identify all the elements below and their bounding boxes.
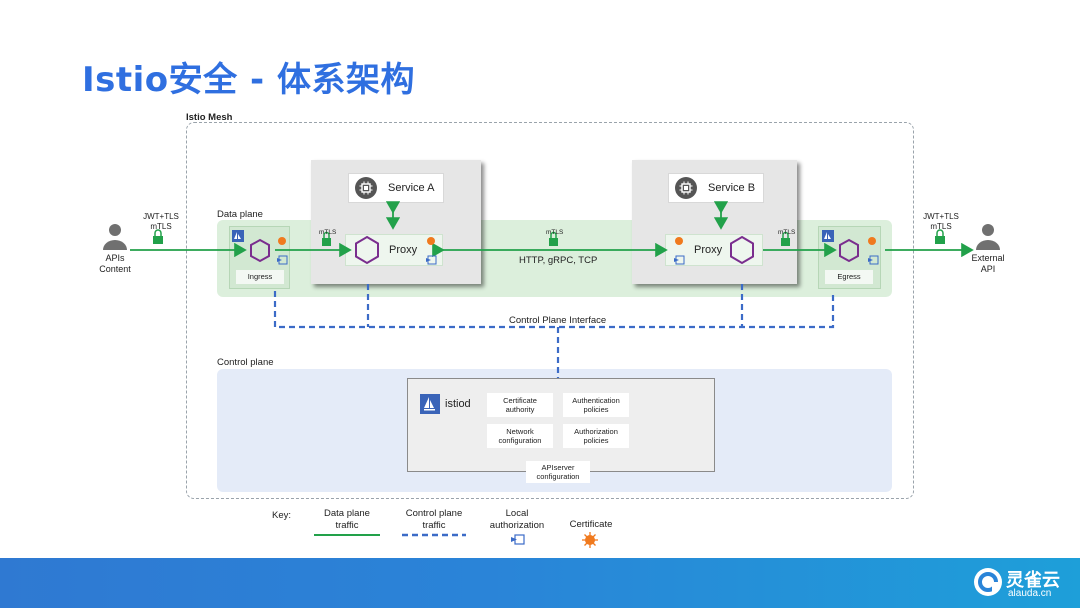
proxy-b-envoy-icon [730,235,754,265]
chip-icon [675,177,697,199]
certificate-icon [582,532,598,548]
label-line: External [971,253,1005,263]
label-line: Local [505,508,529,519]
lock-icon [322,231,331,246]
label-line: mTLS [150,222,172,231]
lock-icon [781,231,790,246]
label-line: Control plane [405,508,463,519]
protocols-label: HTTP, gRPC, TCP [519,255,598,266]
istiod-box [407,378,715,472]
alauda-logo-icon [974,568,1002,596]
istio-sail-icon [420,394,440,414]
certificate-icon [278,237,286,245]
control-plane-interface-label: Control Plane Interface [509,315,607,326]
apis-content-label: APIs Content [95,253,135,275]
label-line: mTLS [930,222,952,231]
person-icon [103,224,127,250]
item-line: Network [506,427,534,436]
local-authorization-icon [674,255,685,265]
item-line: authority [505,405,535,414]
label-line: API [980,264,996,274]
certificate-icon [427,237,435,245]
external-api-label: External API [966,253,1010,275]
mtls-label: mTLS [319,229,337,236]
proxy-a-label: Proxy [389,244,418,256]
key-label: Key: [272,510,292,521]
footer-bar [0,558,1080,608]
label-line: traffic [422,520,446,531]
person-icon [976,224,1000,250]
key-control-plane-label: Control plane traffic [399,508,469,532]
certificate-icon [675,237,683,245]
item-line: Authentication [572,396,620,405]
key-local-authorization-label: Local authorization [484,508,550,532]
istio-mesh-boundary [186,122,914,499]
item-line: Certificate [503,396,537,405]
ingress-envoy-icon [250,238,270,263]
item-line: configuration [536,472,580,481]
local-authorization-icon [426,255,437,265]
egress-label: Egress [825,270,873,284]
label-line: JWT+TLS [923,212,959,221]
data-plane-label: Data plane [217,209,263,220]
label-line: Content [99,264,131,274]
istio-sail-icon [822,230,834,242]
istio-sail-icon [232,230,244,242]
right-auth-label: JWT+TLS mTLS [918,212,964,232]
ingress-label: Ingress [236,270,284,284]
local-authorization-icon [277,255,288,265]
key-data-plane-label: Data plane traffic [312,508,382,532]
lock-icon [153,229,163,244]
service-a-label: Service A [388,182,435,194]
lock-icon [935,229,945,244]
label-line: authorization [489,520,545,531]
certificate-icon [868,237,876,245]
mtls-label: mTLS [546,229,564,236]
page-title: Istio安全 - 体系架构 [82,60,415,100]
left-auth-label: JWT+TLS mTLS [138,212,184,232]
egress-envoy-icon [839,238,859,263]
item-line: Authorization [574,427,618,436]
chip-icon [355,177,377,199]
proxy-a-envoy-icon [355,235,379,265]
istiod-label: istiod [445,398,471,410]
mtls-label: mTLS [778,229,796,236]
local-authorization-icon [868,255,879,265]
label-line: traffic [335,520,359,531]
brand-name: 灵雀云 [1006,570,1060,590]
control-plane-bus [273,291,835,329]
key-certificate-label: Certificate [569,519,613,530]
brand-domain: alauda.cn [1008,588,1052,599]
label-line: JWT+TLS [143,212,179,221]
item-line: policies [583,436,609,445]
local-authorization-icon [511,534,525,545]
proxy-b-label: Proxy [694,244,723,256]
label-line: APIs [105,253,125,263]
item-line: configuration [498,436,542,445]
label-line: Data plane [324,508,370,519]
item-line: policies [583,405,609,414]
service-b-label: Service B [708,182,756,194]
mesh-label: Istio Mesh [186,112,233,123]
control-plane-label: Control plane [217,357,274,368]
lock-icon [549,231,558,246]
item-line: APIserver [541,463,575,472]
